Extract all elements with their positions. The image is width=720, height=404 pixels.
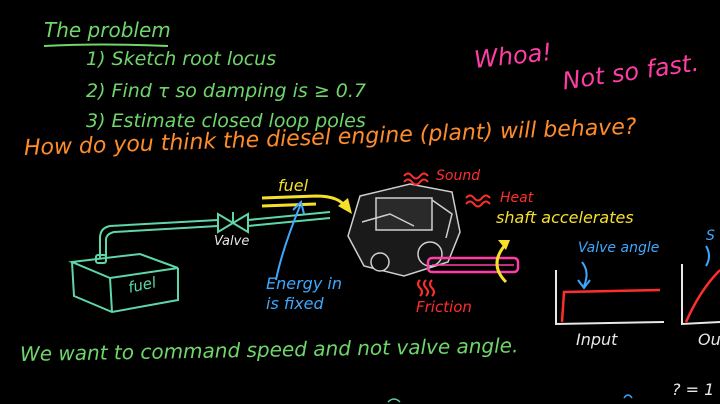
shaft-drawing	[426, 256, 520, 274]
sound-squiggle	[403, 172, 429, 180]
label-energy-line1: Energy in	[266, 274, 342, 293]
label-input-plot: Input	[576, 330, 618, 349]
fuel-tank-drawing	[68, 252, 179, 314]
heat-squiggle	[465, 194, 491, 202]
problem-step-1: 1) Sketch root locus	[86, 48, 277, 70]
label-friction: Friction	[416, 298, 472, 316]
problem-title: The problem	[44, 18, 171, 42]
label-fuel-top: fuel	[278, 176, 309, 195]
label-valve-angle: Valve angle	[578, 240, 660, 256]
input-plot	[555, 261, 665, 326]
problem-step-2: 2) Find τ so damping is ≥ 0.7	[86, 80, 367, 102]
problem-step-3: 3) Estimate closed loop poles	[86, 110, 366, 132]
label-heat: Heat	[500, 190, 534, 206]
label-valve: Valve	[214, 234, 250, 249]
energy-arrow	[275, 205, 301, 281]
bottom-partial: ? = 1	[672, 380, 715, 399]
label-output-top-partial: S	[706, 228, 715, 244]
label-output-plot-partial: Ou	[698, 330, 720, 349]
fuel-pipe-right	[247, 211, 331, 221]
friction-squiggle	[417, 279, 423, 297]
label-shaft: shaft accelerates	[496, 208, 634, 227]
fuel-pipe-left	[99, 219, 219, 258]
valve-drawing	[217, 212, 249, 234]
title-underline	[43, 43, 169, 47]
label-energy-line2: is fixed	[266, 294, 324, 313]
rotation-arrow	[495, 242, 508, 284]
label-sound: Sound	[436, 168, 481, 184]
engine-drawing	[347, 183, 461, 277]
output-plot	[681, 245, 720, 326]
